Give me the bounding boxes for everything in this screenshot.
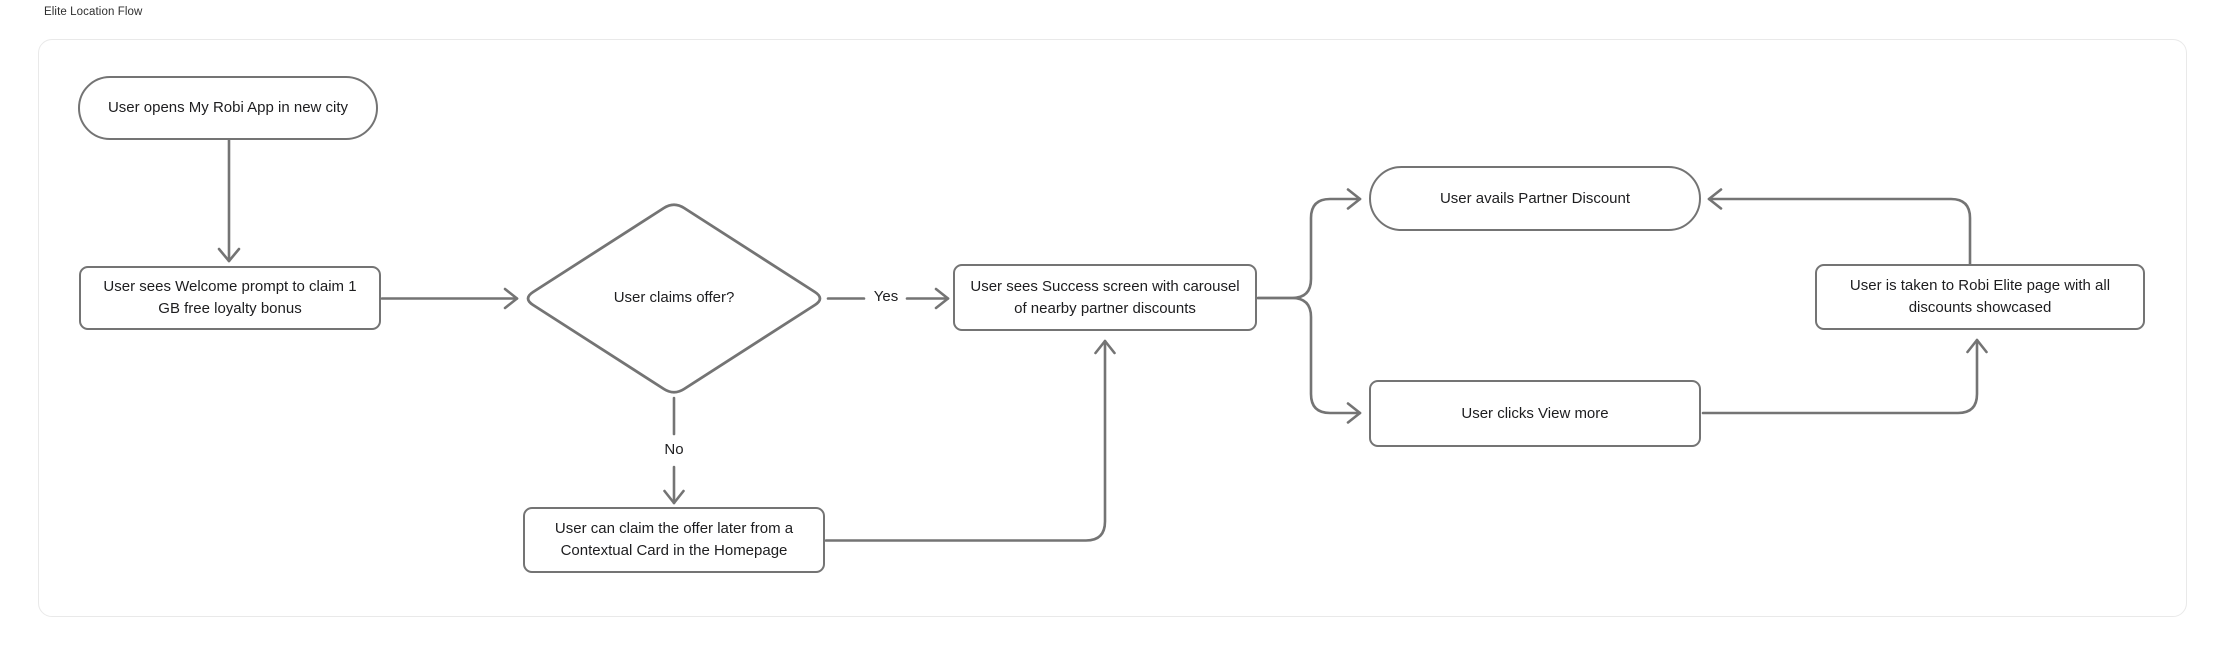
node-claim-later-contextual-card: User can claim the offer later from a Co… xyxy=(523,507,825,573)
node-welcome-prompt: User sees Welcome prompt to claim 1 GB f… xyxy=(79,266,381,330)
node-robi-elite-page: User is taken to Robi Elite page with al… xyxy=(1815,264,2145,330)
page-title: Elite Location Flow xyxy=(44,6,143,18)
edge-label-yes: Yes xyxy=(873,288,899,305)
node-avails-partner-discount: User avails Partner Discount xyxy=(1369,166,1701,231)
node-clicks-view-more: User clicks View more xyxy=(1369,380,1701,447)
node-claims-offer-decision: User claims offer? xyxy=(613,289,735,306)
edge-label-no: No xyxy=(664,441,684,458)
node-success-screen: User sees Success screen with carousel o… xyxy=(953,264,1257,331)
node-start: User opens My Robi App in new city xyxy=(78,76,378,140)
